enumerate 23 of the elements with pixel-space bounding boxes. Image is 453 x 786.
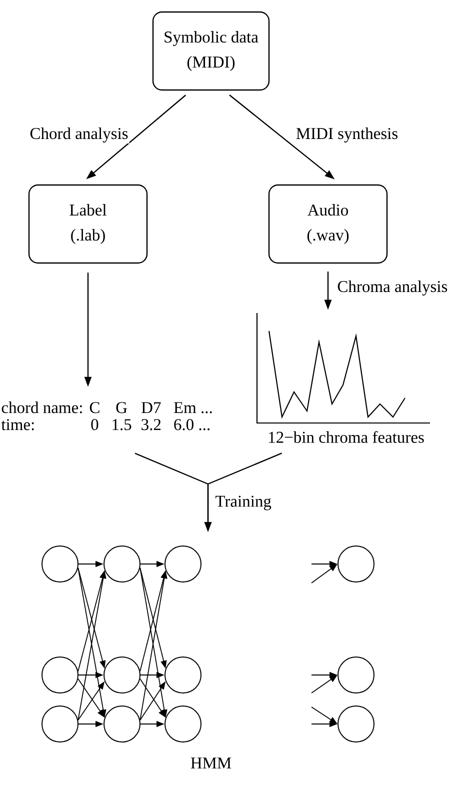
state-circle	[338, 706, 374, 742]
chart-caption: 12−bin chroma features	[269, 431, 424, 443]
state-circle	[42, 546, 78, 582]
line-chart	[256, 313, 430, 424]
state-circle	[42, 706, 78, 742]
state-circle	[104, 706, 140, 742]
state-circle	[338, 546, 374, 582]
state-circle	[104, 656, 140, 694]
edge-label: Chroma analysis	[336, 280, 449, 296]
state-circle	[42, 656, 78, 694]
data-box: Label (.lab)	[28, 184, 148, 264]
edge-label: MIDI synthesis	[294, 126, 400, 144]
state-circle	[164, 656, 202, 694]
state-circle	[164, 706, 202, 742]
caption: HMM	[190, 758, 232, 768]
data-box: Audio (.wav)	[268, 184, 388, 264]
edge-label: Chord analysis	[28, 126, 130, 144]
data-box: Symbolic data (MIDI)	[152, 11, 270, 91]
text-table: chord name: C G D7 Em ... time: 0 1.5 3.2 6.0 ...	[1, 402, 212, 430]
state-circle	[104, 546, 140, 582]
edge-label: Training	[214, 494, 272, 512]
state-circle	[338, 656, 374, 694]
state-circle	[164, 546, 202, 582]
